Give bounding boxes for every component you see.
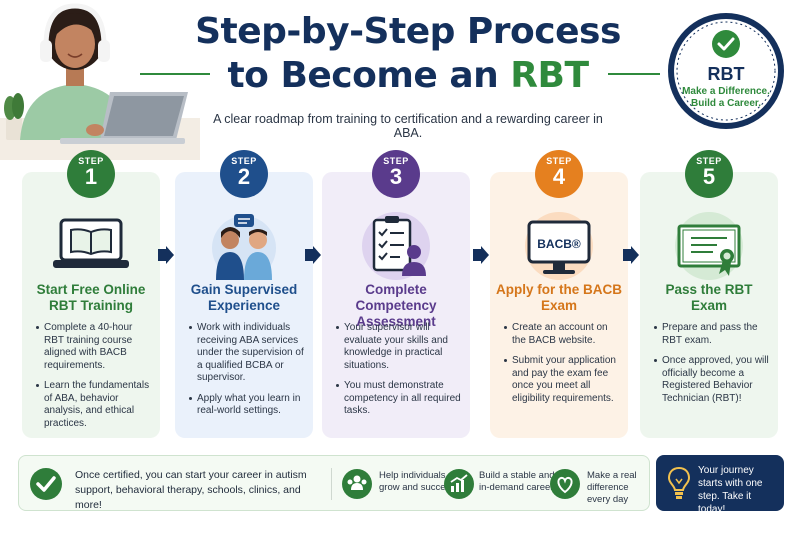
- title-rule-left: [140, 73, 210, 75]
- step-3-marker: STEP 3: [372, 150, 420, 198]
- benefit-text: Build a stable and in-demand career: [479, 470, 555, 493]
- step-bullets: Prepare and pass the RBT exam. Once appr…: [654, 322, 772, 413]
- bacb-logo-text: BACB®: [537, 237, 581, 251]
- arrow-right-icon: [623, 246, 639, 264]
- step-label: STEP: [78, 156, 104, 166]
- step-1-marker: STEP 1: [67, 150, 115, 198]
- check-circle-icon: [30, 468, 62, 500]
- certified-text: Once certified, you can start your caree…: [75, 469, 307, 511]
- bullet-item: Once approved, you will officially becom…: [654, 355, 772, 405]
- bullet-item: Create an account on the BACB website.: [504, 322, 622, 347]
- step-card-4: STEP 4 BACB® Apply for the BACB Exam Cre…: [490, 150, 628, 438]
- step-card-1: STEP 1 Start Free Online RBT Training Co…: [22, 150, 160, 438]
- rbt-seal-badge: [668, 13, 784, 129]
- divider: [331, 468, 332, 500]
- bullet-item: Apply what you learn in real-world setti…: [189, 393, 307, 418]
- step-number: 3: [389, 164, 403, 189]
- cta-text: Your journey starts with one step. Take …: [698, 465, 763, 515]
- bullet-item: Learn the fundamentals of ABA, behavior …: [36, 380, 154, 430]
- step-card-2: STEP 2 Gain Supervised Experience Work w…: [175, 150, 313, 438]
- step-label: STEP: [696, 156, 722, 166]
- step-number: 1: [84, 164, 98, 189]
- checklist-person-icon: [362, 212, 430, 280]
- bacb-monitor-icon: BACB®: [525, 212, 593, 280]
- step-number: 4: [552, 164, 566, 189]
- title-line-2: to Become an RBT: [168, 54, 648, 98]
- people-icon: [342, 469, 372, 499]
- lightbulb-icon: [667, 466, 691, 499]
- title-rule-right: [608, 73, 660, 75]
- step-card-5: STEP 5 Pass the RBT Exam Prepare and pas…: [640, 150, 778, 438]
- growth-chart-icon: [444, 469, 474, 499]
- badge-tagline-2: Build a Career.: [690, 98, 762, 109]
- step-bullets: Create an account on the BACB website. S…: [504, 322, 622, 413]
- page-title: Step-by-Step Process to Become an RBT: [168, 10, 648, 98]
- step-2-marker: STEP 2: [220, 150, 268, 198]
- student-laptop-illustration: [0, 3, 200, 160]
- step-title: Apply for the BACB Exam: [496, 282, 622, 313]
- heart-icon: [550, 469, 580, 499]
- step-label: STEP: [546, 156, 572, 166]
- step-title: Pass the RBT Exam: [665, 282, 753, 313]
- subtitle: A clear roadmap from training to certifi…: [213, 112, 603, 140]
- step-bullets: Complete a 40-hour RBT training course a…: [36, 322, 154, 438]
- title-accent: RBT: [510, 55, 589, 96]
- step-5-marker: STEP 5: [685, 150, 733, 198]
- badge-title: RBT: [707, 64, 745, 84]
- step-number: 2: [237, 164, 251, 189]
- step-title: Complete Competency Assessment: [355, 282, 437, 329]
- career-banner: Once certified, you can start your caree…: [18, 455, 650, 511]
- badge-tagline-1: Make a Difference.: [682, 86, 770, 97]
- step-bullets: Work with individuals receiving ABA serv…: [189, 322, 307, 426]
- bullet-item: Prepare and pass the RBT exam.: [654, 322, 772, 347]
- bullet-item: Your supervisor will evaluate your skill…: [336, 322, 464, 372]
- laptop-book-icon: [53, 218, 129, 268]
- step-bullets: Your supervisor will evaluate your skill…: [336, 322, 464, 426]
- title-line-2-prefix: to Become an: [227, 55, 511, 96]
- step-title: Gain Supervised Experience: [190, 282, 298, 313]
- step-label: STEP: [383, 156, 409, 166]
- arrow-right-icon: [473, 246, 489, 264]
- title-line-1: Step-by-Step Process: [195, 11, 621, 52]
- arrow-right-icon: [305, 246, 321, 264]
- benefit-text: Make a real difference every day: [587, 470, 637, 505]
- bullet-item: You must demonstrate competency in all r…: [336, 380, 464, 418]
- step-4-marker: STEP 4: [535, 150, 583, 198]
- step-title: Start Free Online RBT Training: [36, 282, 146, 313]
- certificate-icon: [675, 212, 743, 280]
- bullet-item: Submit your application and pay the exam…: [504, 355, 622, 405]
- bullet-item: Complete a 40-hour RBT training course a…: [36, 322, 154, 372]
- step-label: STEP: [231, 156, 257, 166]
- cta-box: Your journey starts with one step. Take …: [656, 455, 784, 515]
- two-people-talking-icon: [212, 214, 276, 280]
- arrow-right-icon: [158, 246, 174, 264]
- benefit-text: Help individuals grow and succeed: [379, 470, 457, 493]
- bullet-item: Work with individuals receiving ABA serv…: [189, 322, 307, 385]
- step-number: 5: [702, 164, 716, 189]
- step-card-3: STEP 3 Complete Competency Assessment Yo…: [322, 150, 470, 438]
